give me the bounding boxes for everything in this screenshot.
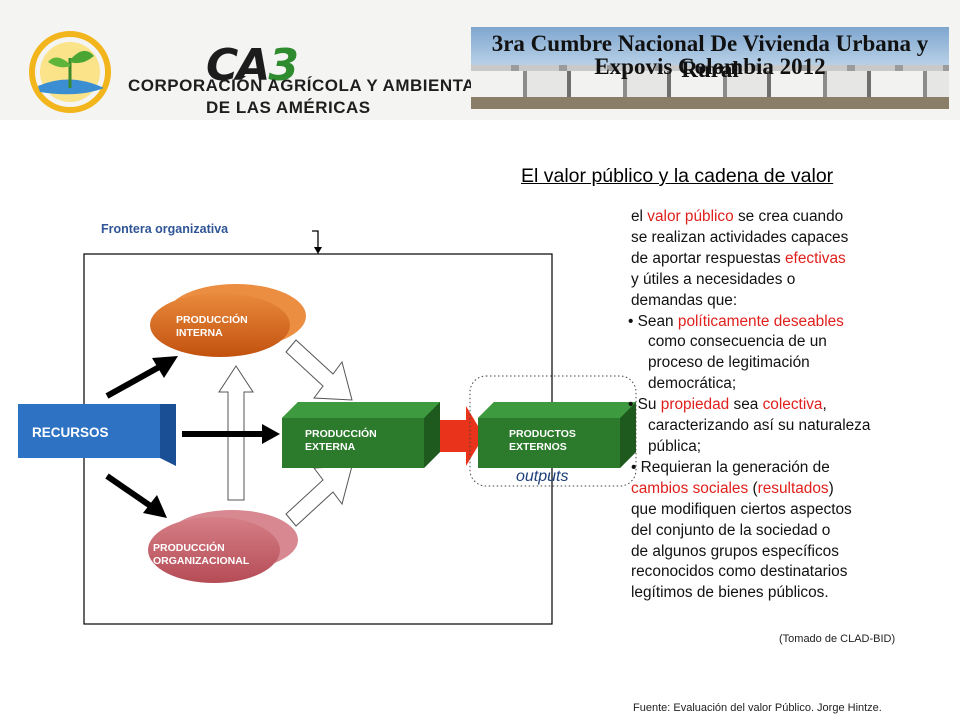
source-citation: (Tomado de CLAD-BID) bbox=[779, 633, 896, 645]
text-line: se realizan actividades capaces bbox=[631, 228, 849, 246]
text-line: legítimos de bienes públicos. bbox=[631, 584, 829, 602]
text-line: de algunos grupos específicos bbox=[631, 542, 839, 560]
arrow-organizacional-to-externa bbox=[285, 465, 353, 527]
text-line: y útiles a necesidades o bbox=[631, 270, 796, 288]
produccion-organizacional-shape bbox=[148, 510, 298, 583]
slide-title: El valor público y la cadena de valor bbox=[521, 165, 834, 187]
outputs-dotted-outline bbox=[469, 375, 637, 487]
frontier-label: Frontera organizativa bbox=[101, 222, 229, 236]
arrow-recursos-to-externa bbox=[182, 424, 280, 444]
frontier-pointer bbox=[312, 230, 322, 254]
text-line: pública; bbox=[648, 437, 702, 455]
text-line: demandas que: bbox=[631, 291, 738, 309]
bullet-line: • Sean políticamente deseables bbox=[628, 312, 844, 330]
text-line: caracterizando así su naturaleza bbox=[648, 417, 871, 435]
arrow-recursos-to-organizacional bbox=[105, 473, 167, 518]
header-band: CA3 CORPORACIÓN AGRÍCOLA Y AMBIENTAL DE … bbox=[0, 0, 960, 120]
banner-title-line2: Expovis Colombia 2012 bbox=[594, 54, 826, 79]
footer-source: Fuente: Evaluación del valor Público. Jo… bbox=[633, 702, 882, 714]
bullet-line: • Requieran la generación de bbox=[631, 458, 830, 476]
ca3-logo: CA3 bbox=[206, 40, 299, 91]
productos-externos-box bbox=[478, 402, 636, 468]
sun-leaf-logo-icon bbox=[29, 31, 111, 113]
text-line: que modifiquen ciertos aspectos bbox=[631, 500, 852, 518]
text-line: reconocidos como destinatarios bbox=[631, 563, 848, 581]
produccion-interna-shape bbox=[150, 284, 306, 357]
text-line: democrática; bbox=[648, 375, 737, 393]
text-line: cambios sociales (resultados) bbox=[631, 479, 834, 497]
text-line: el valor público se crea cuando bbox=[631, 208, 844, 225]
arrow-recursos-to-interna bbox=[105, 356, 178, 399]
text-line: del conjunto de la sociedad o bbox=[631, 521, 831, 539]
red-arrow-externa-to-productos bbox=[440, 406, 484, 466]
value-definition-text: el valor público se crea cuando se reali… bbox=[628, 207, 951, 604]
arrow-interna-to-externa bbox=[285, 339, 353, 401]
outputs-label: outputs bbox=[516, 468, 569, 485]
text-line: proceso de legitimación bbox=[648, 354, 810, 372]
event-banner: 3ra Cumbre Nacional De Vivienda Urbana y… bbox=[471, 27, 949, 109]
bullet-line: • Su propiedad sea colectiva, bbox=[628, 396, 827, 414]
banner-title-line1: 3ra Cumbre Nacional De Vivienda Urbana y… bbox=[491, 31, 929, 82]
logo-org-name-line1: CORPORACIÓN AGRÍCOLA Y AMBIENTAL bbox=[128, 76, 486, 95]
text-line: de aportar respuestas efectivas bbox=[631, 249, 846, 267]
recursos-box bbox=[18, 404, 176, 466]
logo-org-name-line2: DE LAS AMÉRICAS bbox=[206, 98, 371, 117]
produccion-externa-box bbox=[282, 402, 440, 468]
text-line: como consecuencia de un bbox=[648, 333, 827, 351]
recursos-label: RECURSOS bbox=[32, 425, 109, 440]
